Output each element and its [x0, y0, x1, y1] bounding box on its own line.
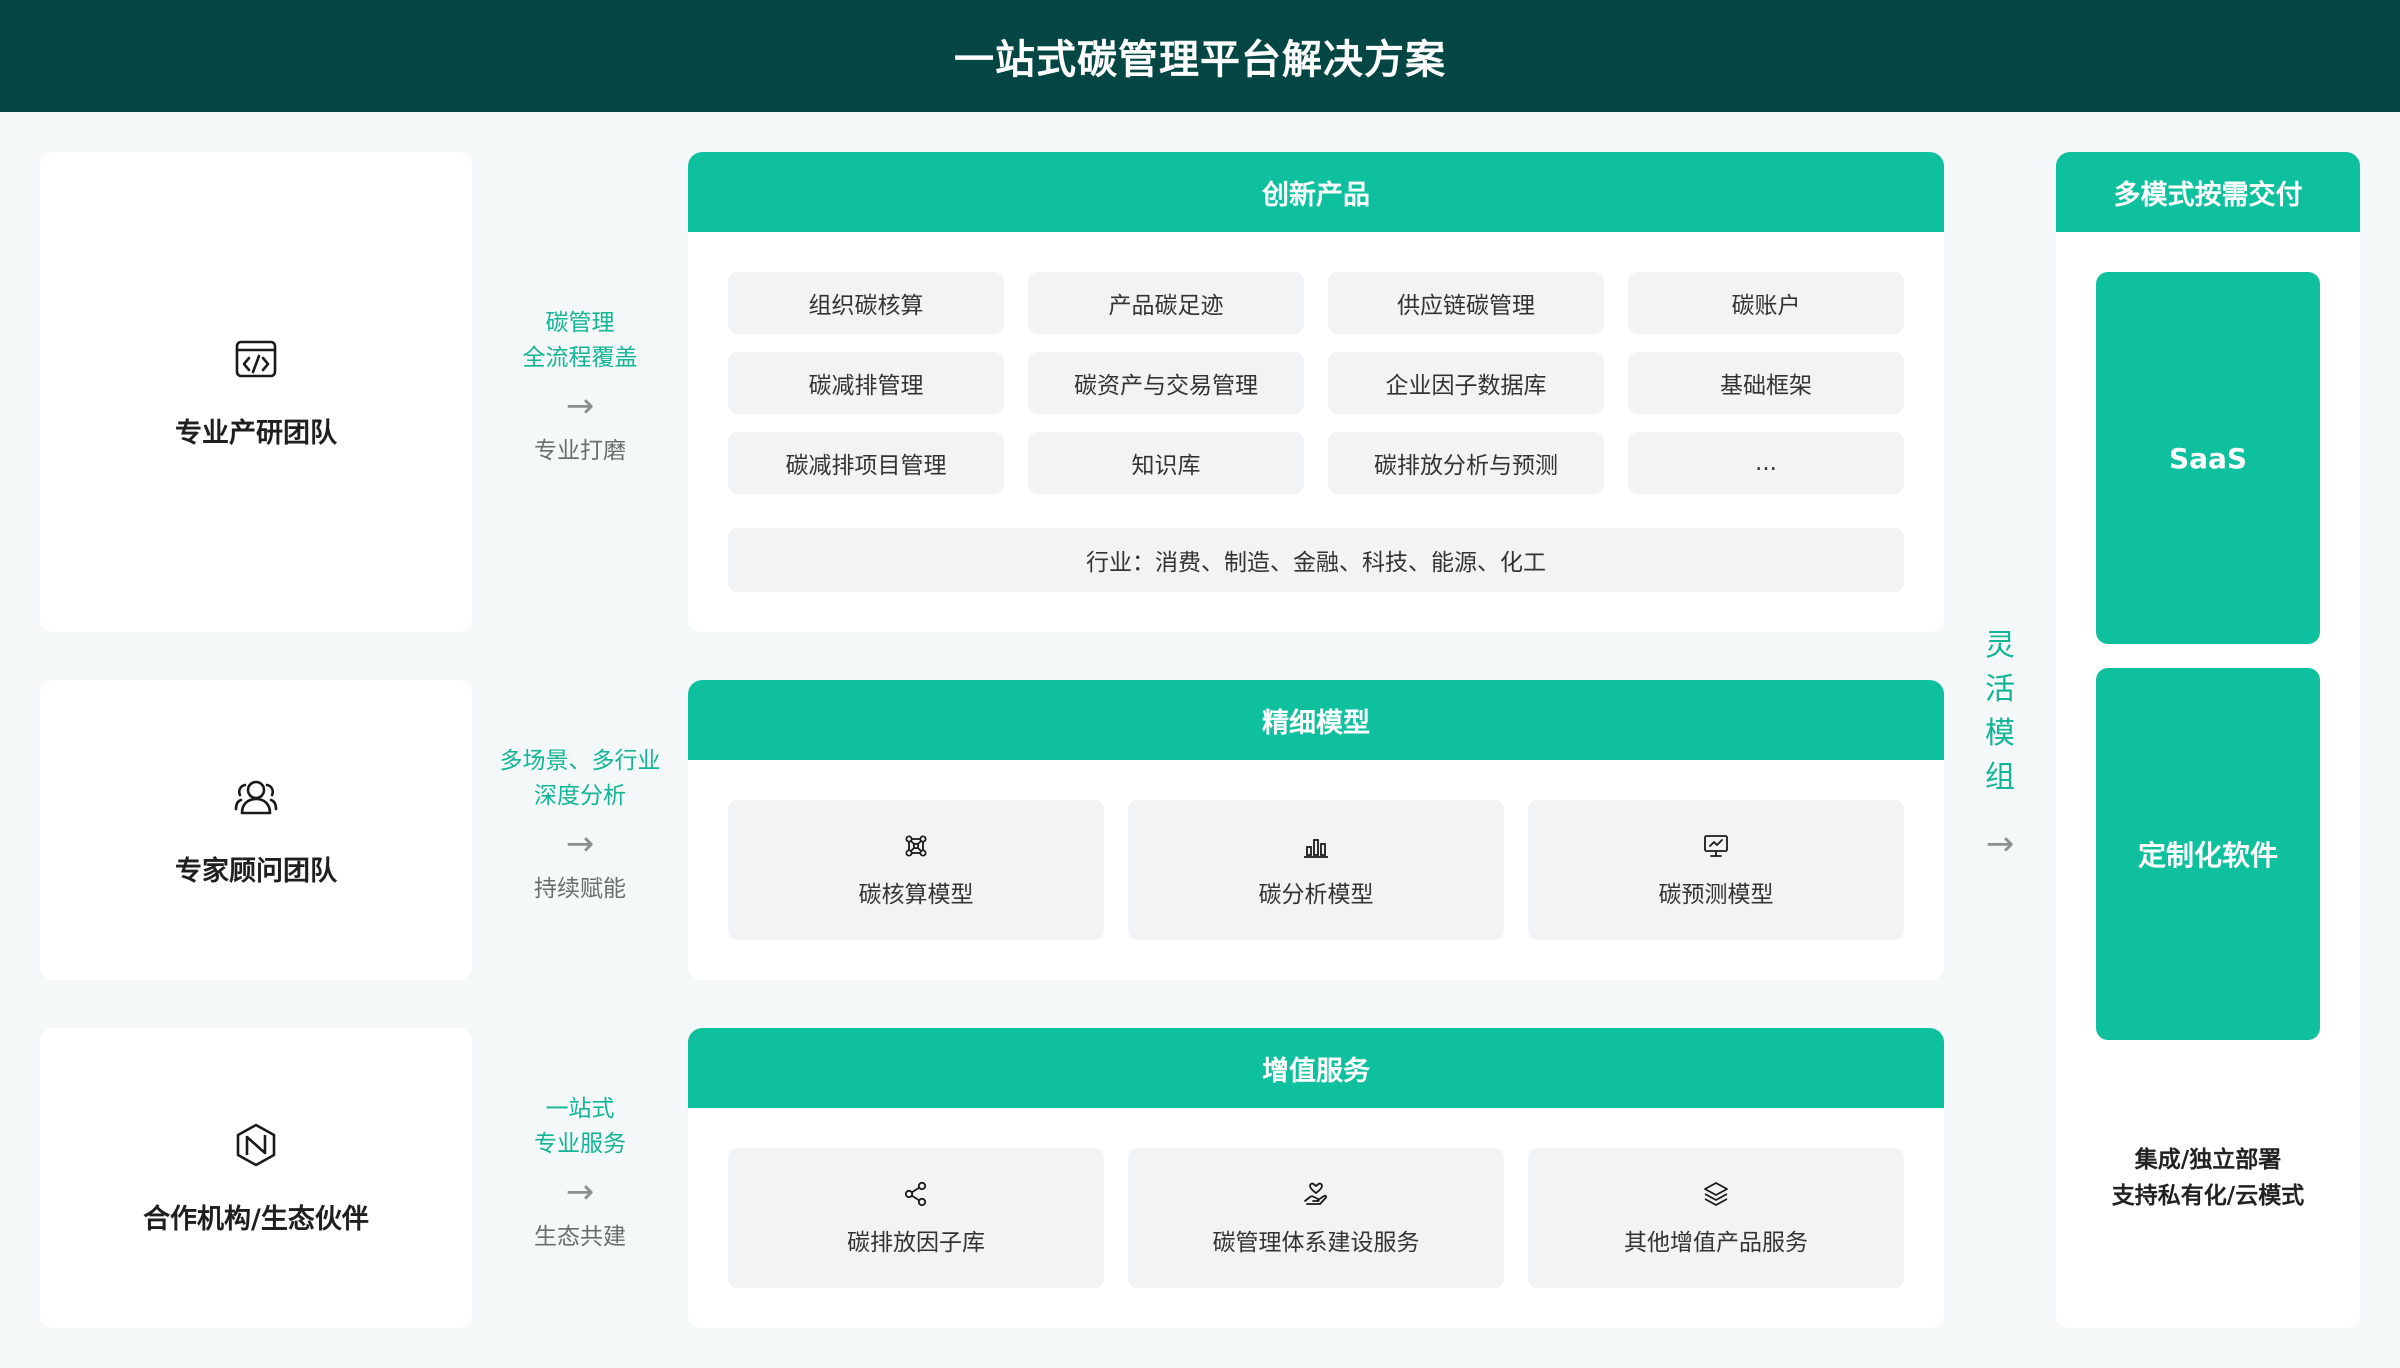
connector-highlight: 碳管理 — [545, 310, 615, 336]
page-title: 一站式碳管理平台解决方案 — [954, 37, 1446, 83]
connector-experts: 多场景、多行业 深度分析 → 持续赋能 — [475, 744, 685, 907]
network-nodes-icon — [901, 831, 931, 861]
team-label: 合作机构/生态伙伴 — [143, 1203, 369, 1235]
product-chip[interactable]: 企业因子数据库 — [1328, 352, 1604, 414]
product-chip[interactable]: 碳资产与交易管理 — [1028, 352, 1304, 414]
product-chip[interactable]: 组织碳核算 — [728, 272, 1004, 334]
connector-sub: 持续赋能 — [534, 876, 626, 902]
delivery-section: 多模式按需交付 SaaS 定制化软件 集成/独立部署 支持私有化/云模式 — [2056, 152, 2360, 1328]
arrow-right-icon: → — [1985, 824, 2015, 864]
connector-highlight: 专业服务 — [534, 1131, 626, 1157]
product-chip[interactable]: 碳减排管理 — [728, 352, 1004, 414]
connector-sub: 专业打磨 — [534, 438, 626, 464]
mode-custom-software[interactable]: 定制化软件 — [2096, 668, 2320, 1040]
connector-highlight: 多场景、多行业 — [499, 748, 661, 774]
model-tile[interactable]: 碳预测模型 — [1528, 800, 1904, 940]
arrow-right-icon: → — [565, 386, 595, 426]
arrow-right-icon: → — [565, 824, 595, 864]
section-title: 多模式按需交付 — [2056, 152, 2360, 232]
model-tile[interactable]: 碳分析模型 — [1128, 800, 1504, 940]
team-card-experts: 专家顾问团队 — [40, 680, 472, 980]
model-label: 碳分析模型 — [1258, 882, 1374, 908]
users-group-icon — [232, 773, 280, 821]
products-section: 创新产品 组织碳核算 产品碳足迹 供应链碳管理 碳账户 碳减排管理 碳资产与交易… — [688, 152, 1944, 632]
page-header: 一站式碳管理平台解决方案 — [0, 0, 2400, 112]
section-title: 创新产品 — [688, 152, 1944, 232]
connector-highlight: 一站式 — [545, 1096, 615, 1122]
product-chip[interactable]: 供应链碳管理 — [1328, 272, 1604, 334]
flexible-module: 灵活模组 → — [1960, 624, 2040, 864]
service-tile[interactable]: 碳排放因子库 — [728, 1148, 1104, 1288]
product-chip[interactable]: 基础框架 — [1628, 352, 1904, 414]
connector-highlight: 全流程覆盖 — [522, 345, 638, 371]
delivery-note: 集成/独立部署 支持私有化/云模式 — [2056, 1142, 2360, 1214]
service-label: 碳管理体系建设服务 — [1212, 1230, 1420, 1256]
arrow-right-icon: → — [565, 1172, 595, 1212]
team-label: 专业产研团队 — [175, 417, 337, 449]
layers-icon — [1701, 1179, 1731, 1209]
service-grid: 碳排放因子库 碳管理体系建设服务 其他增值产品服务 — [728, 1148, 1904, 1288]
team-card-rd: 专业产研团队 — [40, 152, 472, 632]
delivery-note-line: 支持私有化/云模式 — [2111, 1183, 2305, 1209]
product-chip-more[interactable]: ... — [1628, 432, 1904, 494]
service-label: 碳排放因子库 — [847, 1230, 985, 1256]
flexible-module-text: 灵活模组 — [1985, 628, 2015, 795]
team-card-partners: 合作机构/生态伙伴 — [40, 1028, 472, 1328]
delivery-note-line: 集成/独立部署 — [2134, 1147, 2282, 1173]
industry-list: 行业：消费、制造、金融、科技、能源、化工 — [728, 528, 1904, 592]
mode-saas[interactable]: SaaS — [2096, 272, 2320, 644]
connector-rd: 碳管理 全流程覆盖 → 专业打磨 — [475, 306, 685, 469]
section-title: 增值服务 — [688, 1028, 1944, 1108]
team-label: 专家顾问团队 — [175, 855, 337, 887]
service-tile[interactable]: 其他增值产品服务 — [1528, 1148, 1904, 1288]
partner-logo-icon — [232, 1121, 280, 1169]
section-title: 精细模型 — [688, 680, 1944, 760]
product-chip[interactable]: 碳账户 — [1628, 272, 1904, 334]
connector-highlight: 深度分析 — [534, 783, 626, 809]
service-label: 其他增值产品服务 — [1624, 1230, 1808, 1256]
product-chip[interactable]: 知识库 — [1028, 432, 1304, 494]
model-label: 碳预测模型 — [1658, 882, 1774, 908]
product-chip[interactable]: 产品碳足迹 — [1028, 272, 1304, 334]
product-chip[interactable]: 碳排放分析与预测 — [1328, 432, 1604, 494]
services-section: 增值服务 碳排放因子库 碳管理体系建设服务 — [688, 1028, 1944, 1328]
connector-partners: 一站式 专业服务 → 生态共建 — [475, 1092, 685, 1255]
connector-sub: 生态共建 — [534, 1224, 626, 1250]
model-grid: 碳核算模型 碳分析模型 碳预测模 — [728, 800, 1904, 940]
code-window-icon — [232, 335, 280, 383]
hand-heart-icon — [1301, 1179, 1331, 1209]
share-icon — [901, 1179, 931, 1209]
models-section: 精细模型 碳核算模型 — [688, 680, 1944, 980]
product-grid: 组织碳核算 产品碳足迹 供应链碳管理 碳账户 碳减排管理 碳资产与交易管理 企业… — [728, 272, 1904, 494]
bar-chart-icon — [1301, 831, 1331, 861]
service-tile[interactable]: 碳管理体系建设服务 — [1128, 1148, 1504, 1288]
product-chip[interactable]: 碳减排项目管理 — [728, 432, 1004, 494]
presentation-chart-icon — [1701, 831, 1731, 861]
model-tile[interactable]: 碳核算模型 — [728, 800, 1104, 940]
model-label: 碳核算模型 — [858, 882, 974, 908]
